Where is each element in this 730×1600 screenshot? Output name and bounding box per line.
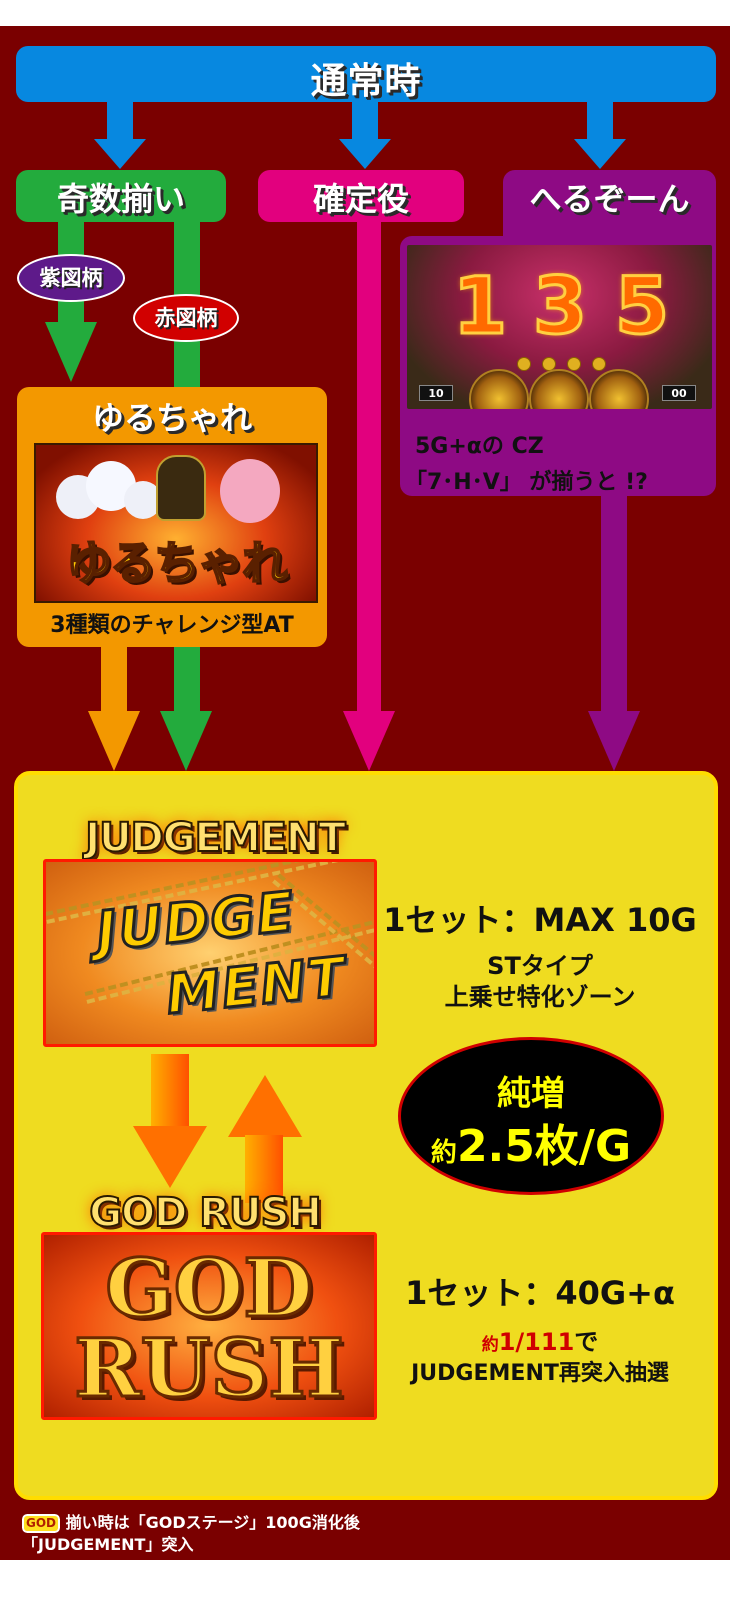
arrow-up-icon	[228, 1075, 302, 1137]
arrow-head-icon	[588, 711, 640, 771]
game-counter-right: 00	[662, 385, 696, 401]
god-rush-desc: JUDGEMENT再突入抽選	[411, 1361, 669, 1386]
hell-zone-title: へるぞーん	[529, 180, 690, 218]
fixed-role-box: 確定役	[258, 170, 464, 222]
judgement-set-length: 1セット：MAX 10G	[383, 901, 697, 939]
white-dog-character-icon	[124, 481, 162, 519]
judgement-logo-artwork: JUDGE MENT	[43, 859, 377, 1047]
arrow-head-icon	[45, 322, 97, 382]
reel-symbol: 3	[531, 262, 588, 353]
arrow-down-icon	[133, 1126, 207, 1188]
game-counter-left: 10	[419, 385, 453, 401]
arrow-godrush-to-judgement-stem	[245, 1135, 283, 1203]
god-rush-probability: 1/111	[498, 1328, 575, 1356]
net-gain-value: 2.5枚/G	[456, 1121, 632, 1172]
hell-zone-box: へるぞーん	[503, 170, 716, 250]
pink-haired-girl-character-icon	[220, 459, 280, 523]
god-rush-set-length: 1セット：40G+α	[405, 1274, 675, 1312]
footer-note: GOD 揃い時は「GODステージ」100G消化後 「JUDGEMENT」突入	[20, 1512, 360, 1556]
skull-wheel-icon	[529, 369, 589, 409]
hell-zone-desc-line1: 5G+αの CZ	[415, 434, 544, 459]
yuruchare-title: ゆるちゃれ	[91, 399, 252, 437]
armored-knight-character-icon	[156, 455, 206, 521]
coin-icon	[592, 357, 606, 371]
reel-symbol: 5	[613, 262, 670, 353]
hell-zone-screenshot: 1 3 5 10 00	[407, 245, 712, 409]
arrow-head-icon	[574, 139, 626, 169]
arrow-hell-stem	[601, 495, 627, 713]
arrow-head-icon	[160, 711, 212, 771]
god-rush-logo-line2: RUSH	[73, 1321, 346, 1415]
odd-alignment-title: 奇数揃い	[56, 180, 185, 218]
arrow-normal-to-fixed	[352, 102, 378, 140]
judgement-logo-line2: MENT	[162, 943, 351, 1028]
god-rush-probability-row: 約1/111で	[380, 1322, 700, 1357]
normal-state-box: 通常時	[16, 46, 716, 102]
judgement-desc: 上乗せ特化ゾーン	[444, 983, 636, 1011]
god-symbol-chip: GOD	[20, 1513, 62, 1534]
arrow-head-icon	[339, 139, 391, 169]
arrow-fixed-stem	[357, 222, 381, 712]
purple-symbol-badge: 紫図柄	[17, 254, 125, 302]
net-gain-label: 純増	[497, 1074, 565, 1114]
arrow-head-icon	[94, 139, 146, 169]
arrow-normal-to-hell	[587, 102, 613, 140]
judgement-type: STタイプ	[487, 952, 593, 980]
yuruchare-caption: 3種類のチャレンジ型AT	[50, 613, 294, 638]
net-gain-value-row: 約2.5枚/G	[401, 1110, 661, 1174]
normal-state-title: 通常時	[310, 61, 422, 102]
god-rush-logo-artwork: GOD RUSH	[41, 1232, 377, 1420]
footer-line1: 揃い時は「GODステージ」100G消化後	[65, 1513, 360, 1532]
god-rush-prob-prefix: 約	[481, 1335, 499, 1355]
god-rush-title: GOD RUSH	[88, 1189, 323, 1237]
footer-line2: 「JUDGEMENT」突入	[22, 1535, 194, 1554]
arrow-yuruchare-stem	[101, 646, 127, 712]
odd-alignment-box: 奇数揃い	[16, 170, 226, 222]
god-rush-prob-suffix: で	[574, 1328, 599, 1356]
coin-icon	[517, 357, 531, 371]
yuruchare-artwork: ゆるちゃれ	[34, 443, 318, 603]
footer-line1-row: GOD 揃い時は「GODステージ」100G消化後	[20, 1512, 360, 1534]
skull-wheel-icon	[469, 369, 529, 409]
judgement-title: JUDGEMENT	[84, 814, 347, 862]
arrow-head-icon	[343, 711, 395, 771]
reel-symbol: 1	[451, 262, 508, 353]
god-rush-logo-line1: GOD	[104, 1241, 314, 1335]
arrow-judgement-to-godrush-stem	[151, 1054, 189, 1128]
arrow-head-icon	[88, 711, 140, 771]
fixed-role-title: 確定役	[312, 180, 409, 218]
yuruchare-logo: ゆるちゃれ	[65, 535, 289, 591]
skull-wheel-icon	[589, 369, 649, 409]
coin-icon	[567, 357, 581, 371]
hell-zone-desc-line2: 「7･H･V」 が揃うと !?	[405, 470, 648, 495]
red-symbol-badge: 赤図柄	[133, 294, 239, 342]
arrow-normal-to-odd	[107, 102, 133, 140]
net-gain-prefix: 約	[430, 1138, 457, 1168]
net-gain-badge: 純増 約2.5枚/G	[398, 1037, 664, 1195]
